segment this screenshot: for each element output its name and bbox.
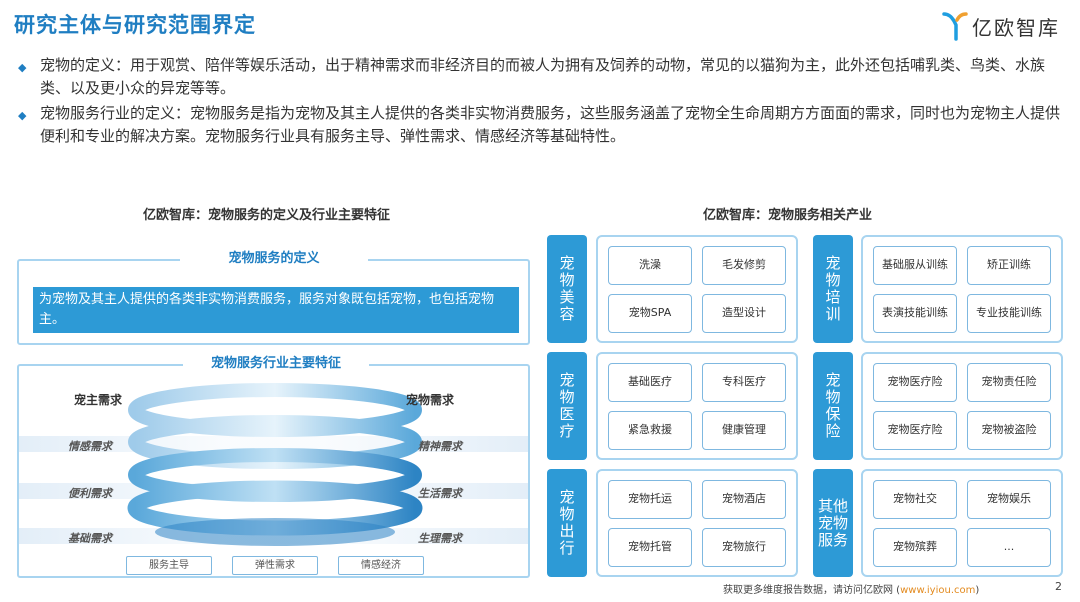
footer-text: 获取更多维度报告数据，请访问亿欧网 (	[723, 585, 900, 596]
service-item: 宠物责任险	[967, 363, 1051, 402]
page-title: 研究主体与研究范围界定	[14, 9, 256, 39]
pet-needs-heading: 宠物需求	[406, 391, 454, 408]
category-label: 其他宠物服务	[817, 498, 849, 549]
bullet-item: ◆ 宠物的定义：用于观赏、陪伴等娱乐活动，出于精神需求而非经济目的而被人为拥有及…	[14, 54, 1066, 100]
service-item: 专科医疗	[702, 363, 786, 402]
category-label: 宠物医疗	[559, 372, 575, 440]
service-item: 毛发修剪	[702, 246, 786, 285]
logo-text: 亿欧智库	[972, 12, 1060, 41]
owner-need: 基础需求	[68, 530, 112, 546]
service-item: 宠物医疗险	[873, 363, 957, 402]
category-pet-training: 宠物培训	[813, 235, 853, 343]
service-item: 宠物殡葬	[873, 528, 957, 567]
service-item: 造型设计	[702, 294, 786, 333]
pet-need: 精神需求	[418, 438, 462, 454]
service-item: 宠物社交	[873, 480, 957, 519]
bullet-item: ◆ 宠物服务行业的定义：宠物服务是指为宠物及其主人提供的各类非实物消费服务，这些…	[14, 102, 1066, 148]
left-panel-title: 亿欧智库：宠物服务的定义及行业主要特征	[143, 204, 390, 223]
footer-link[interactable]: www.iyiou.com	[900, 585, 975, 596]
category-pet-medical: 宠物医疗	[547, 352, 587, 460]
category-pet-grooming: 宠物美容	[547, 235, 587, 343]
right-panel-title: 亿欧智库：宠物服务相关产业	[703, 204, 872, 223]
category-label: 宠物美容	[559, 255, 575, 323]
logo: 亿欧智库	[942, 11, 1060, 41]
service-item: 洗澡	[608, 246, 692, 285]
spiral-rings-illustration	[110, 380, 440, 554]
definition-label: 宠物服务的定义	[180, 248, 368, 270]
yiou-logo-icon	[942, 11, 968, 41]
service-item: 基础服从训练	[873, 246, 957, 285]
service-item: 宠物被盗险	[967, 411, 1051, 450]
bullet-text: 宠物服务行业的定义：宠物服务是指为宠物及其主人提供的各类非实物消费服务，这些服务…	[40, 102, 1066, 148]
service-item: ...	[967, 528, 1051, 567]
footer-close: )	[975, 585, 979, 596]
owner-need: 便利需求	[68, 485, 112, 501]
diamond-icon: ◆	[14, 54, 40, 100]
service-item: 健康管理	[702, 411, 786, 450]
category-pet-travel: 宠物出行	[547, 469, 587, 577]
category-label: 宠物培训	[825, 255, 841, 323]
owner-need: 情感需求	[68, 438, 112, 454]
category-other-pet-services: 其他宠物服务	[813, 469, 853, 577]
ring-base	[155, 518, 395, 546]
service-item: 宠物酒店	[702, 480, 786, 519]
feature-tag: 情感经济	[338, 556, 424, 575]
pet-need: 生活需求	[418, 485, 462, 501]
category-pet-insurance: 宠物保险	[813, 352, 853, 460]
owner-needs-heading: 宠主需求	[74, 391, 122, 408]
service-item: 表演技能训练	[873, 294, 957, 333]
feature-tag: 服务主导	[126, 556, 212, 575]
definition-bullets: ◆ 宠物的定义：用于观赏、陪伴等娱乐活动，出于精神需求而非经济目的而被人为拥有及…	[14, 54, 1066, 150]
footer-note: 获取更多维度报告数据，请访问亿欧网 (www.iyiou.com)	[723, 581, 979, 596]
service-item: 宠物医疗险	[873, 411, 957, 450]
bullet-text: 宠物的定义：用于观赏、陪伴等娱乐活动，出于精神需求而非经济目的而被人为拥有及饲养…	[40, 54, 1066, 100]
service-item: 专业技能训练	[967, 294, 1051, 333]
category-label: 宠物出行	[559, 489, 575, 557]
category-label: 宠物保险	[825, 372, 841, 440]
service-item: 紧急救援	[608, 411, 692, 450]
service-item: 宠物托运	[608, 480, 692, 519]
service-item: 基础医疗	[608, 363, 692, 402]
diamond-icon: ◆	[14, 102, 40, 148]
service-item: 宠物旅行	[702, 528, 786, 567]
service-item: 宠物SPA	[608, 294, 692, 333]
features-label: 宠物服务行业主要特征	[183, 353, 369, 375]
pet-need: 生理需求	[418, 530, 462, 546]
service-item: 宠物托管	[608, 528, 692, 567]
page-number: 2	[1055, 580, 1062, 593]
service-item: 矫正训练	[967, 246, 1051, 285]
service-item: 宠物娱乐	[967, 480, 1051, 519]
definition-text: 为宠物及其主人提供的各类非实物消费服务，服务对象既包括宠物，也包括宠物主。	[33, 287, 519, 333]
feature-tag: 弹性需求	[232, 556, 318, 575]
